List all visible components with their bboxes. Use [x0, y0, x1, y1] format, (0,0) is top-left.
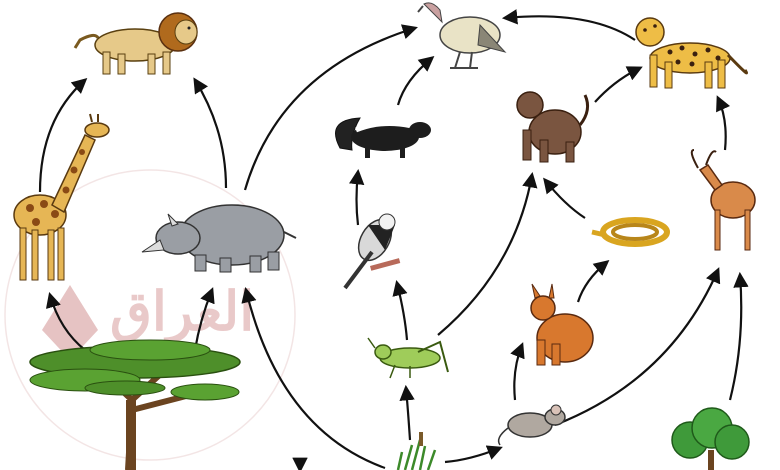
vulture-icon: [417, 2, 507, 69]
rhinoceros-icon: [141, 204, 297, 273]
mouse-icon: [497, 404, 566, 446]
watermark-logo: العراق: [4, 169, 296, 461]
bird-icon: [343, 213, 401, 290]
grass-icon: [396, 432, 437, 470]
skunk-icon: [335, 117, 431, 158]
food-web-arrows: [38, 9, 749, 470]
lion-icon: [73, 12, 198, 75]
snake-icon: [591, 217, 670, 247]
watermark-text: العراق: [110, 279, 254, 345]
grasshopper-icon: [367, 337, 449, 379]
caracal-icon: [530, 283, 594, 366]
cheetah-icon: [635, 17, 749, 89]
impala-icon: [690, 149, 756, 251]
bush-icon: [671, 407, 750, 470]
giraffe-icon: [13, 113, 110, 281]
acacia-tree-icon: [29, 339, 241, 470]
baboon-icon: [516, 91, 590, 163]
